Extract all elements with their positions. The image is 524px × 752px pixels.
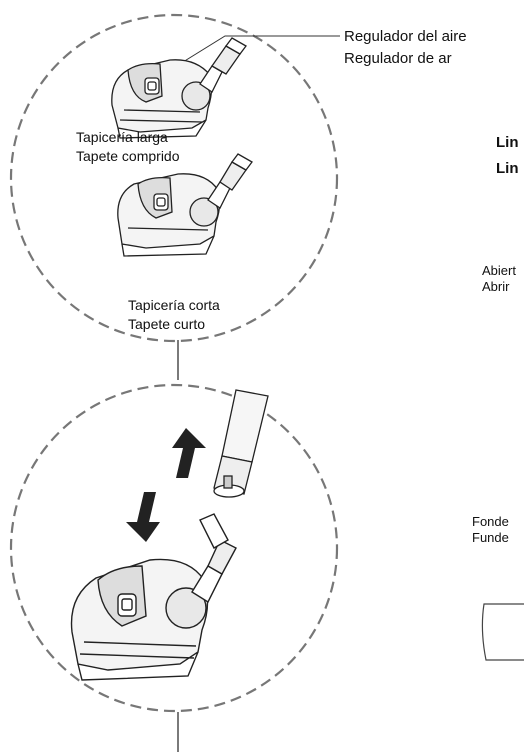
arrow-down-icon [126, 492, 160, 542]
extension-tube-icon [213, 389, 269, 498]
open-label-es: Abiert [482, 263, 516, 278]
short-pile-label-es: Tapicería corta [128, 297, 220, 313]
nozzle-long-pile-icon [111, 37, 247, 139]
nozzle-short-pile-icon [117, 153, 253, 257]
section-heading-1: Lin [496, 134, 519, 151]
air-regulator-label-pt: Regulador de ar [344, 50, 452, 67]
long-pile-label-es: Tapicería larga [76, 129, 168, 145]
short-pile-label-pt: Tapete curto [128, 316, 206, 332]
arrow-up-icon [172, 428, 206, 478]
long-pile-label-pt: Tapete comprido [76, 148, 180, 164]
cropped-device-icon [481, 603, 524, 661]
open-label-pt: Abrir [482, 279, 510, 294]
bottom-label-es: Fonde [472, 514, 509, 529]
nozzle-attach-icon [70, 513, 237, 681]
section-heading-2: Lin [496, 160, 519, 177]
bottom-label-pt: Funde [472, 530, 509, 545]
air-regulator-label-es: Regulador del aire [344, 28, 467, 45]
top-detail-circle [9, 13, 339, 343]
bottom-detail-circle [9, 383, 339, 713]
